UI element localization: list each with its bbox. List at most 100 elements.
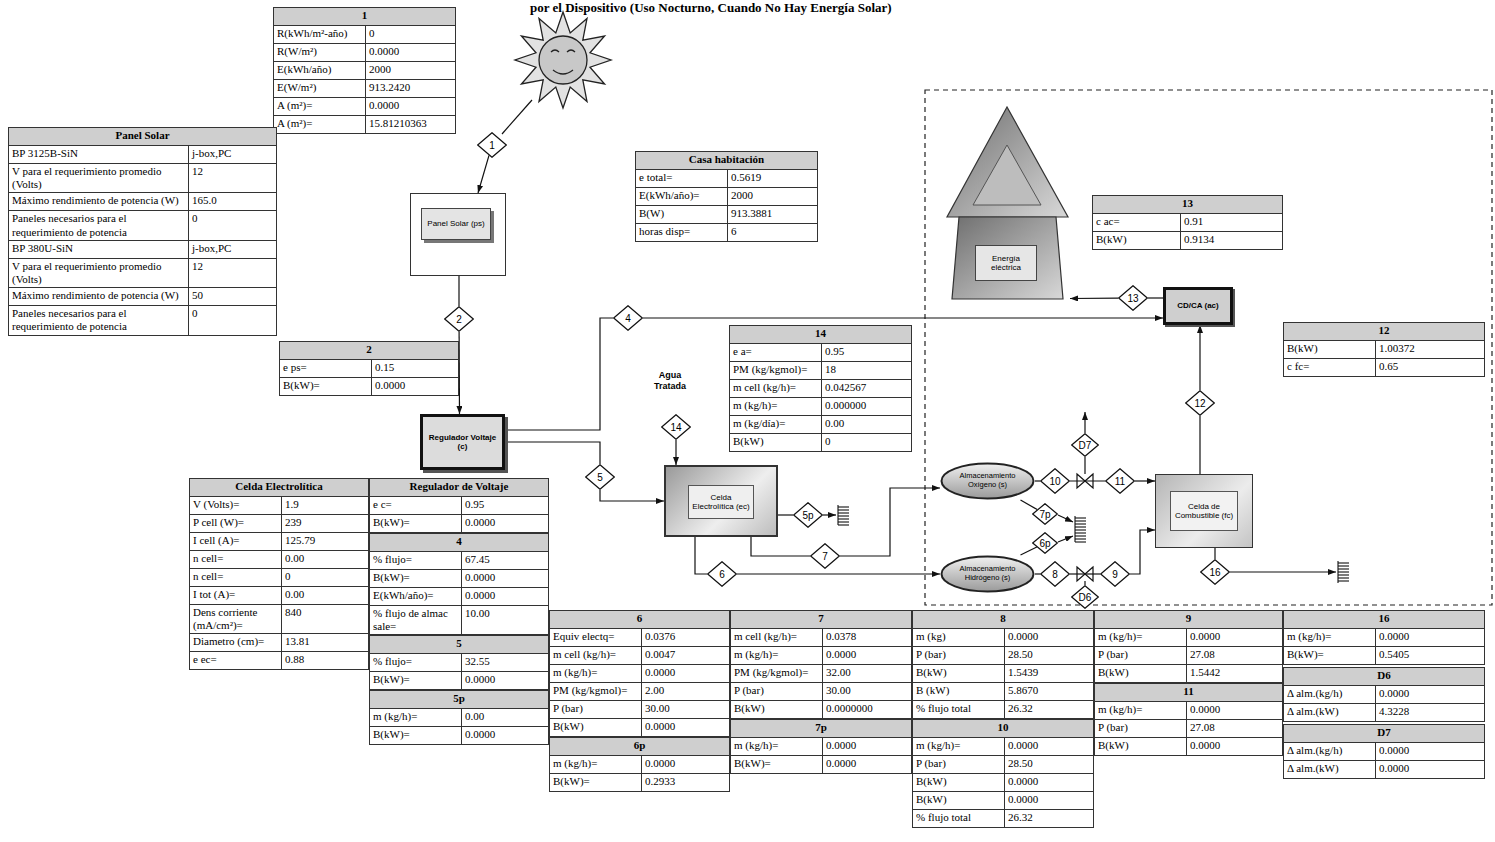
- stream-label: Agua Tratada: [648, 370, 692, 392]
- table-key: B(kW)=: [550, 774, 642, 792]
- table-key: horas disp=: [636, 224, 728, 242]
- stream-diamond: 11: [1105, 468, 1135, 494]
- table-header: D7: [1284, 725, 1485, 743]
- sink-symbol: [838, 518, 849, 519]
- table-value: 0.0000: [462, 570, 549, 588]
- stream-number: 9: [1112, 569, 1118, 580]
- process-label: Energía eléctrica: [978, 254, 1034, 272]
- data-table: D6Δ alm.(kg/h)0.0000Δ alm.(kW)4.3228: [1283, 667, 1485, 722]
- sink-symbol: [838, 505, 1349, 583]
- table-value: j-box,PC: [189, 241, 277, 259]
- table-value: 1.9: [282, 497, 369, 515]
- table-key: P (bar): [1095, 720, 1187, 738]
- data-table: 13c ac=0.91B(kW)0.9134: [1092, 195, 1283, 250]
- table-value: 0.88: [282, 652, 369, 670]
- stream-number: 1: [489, 140, 495, 151]
- table-value: 0.0000: [1187, 702, 1283, 720]
- table-key: m (kg/h)=: [730, 398, 822, 416]
- table-header: 6p: [550, 738, 730, 756]
- sink-symbol: [1075, 532, 1086, 533]
- table-key: E(kWh/año)=: [636, 188, 728, 206]
- table-value: 0.5405: [1376, 647, 1485, 665]
- data-table: D7Δ alm.(kg/h)0.0000Δ alm.(kW)0.0000: [1283, 724, 1485, 779]
- stream-arrow: [823, 514, 836, 515]
- stream-diamond: 7: [810, 543, 840, 569]
- table-key: m (kg/h)=: [731, 738, 823, 756]
- house-roof: [947, 107, 1068, 217]
- diamond-outline: [478, 133, 507, 158]
- storage-tank: Almacenamiento Hidrógeno (s): [940, 555, 1035, 593]
- table-value: 0.0000: [1376, 686, 1485, 704]
- table-value: 28.50: [1005, 756, 1094, 774]
- stream-diamond: 8: [1040, 561, 1070, 587]
- stream-number: 16: [1209, 567, 1220, 578]
- sink-symbol: [1075, 541, 1086, 542]
- table-value: 27.08: [1187, 720, 1283, 738]
- table-value: 125.79: [282, 533, 369, 551]
- sink-symbol: [1075, 526, 1086, 527]
- table-key: m (kg/h)=: [370, 709, 462, 727]
- table-key: Diametro (cm)=: [190, 634, 282, 652]
- diamond-outline: [811, 544, 840, 569]
- stream-arrow: [1058, 515, 1073, 522]
- diamond-outline: [1106, 469, 1135, 494]
- table-value: 0: [189, 306, 277, 335]
- table-header: 11: [1095, 684, 1283, 702]
- table-header: D6: [1284, 668, 1485, 686]
- sink-symbol: [1338, 574, 1349, 575]
- stream-number: 6p: [1039, 538, 1050, 549]
- table-header: 12: [1284, 323, 1485, 341]
- table-key: m (kg/h)=: [731, 647, 823, 665]
- flow-connector: [1148, 297, 1163, 298]
- stream-number: 2: [456, 314, 462, 325]
- table-key: c fc=: [1284, 359, 1376, 377]
- table-value: 2.00: [642, 683, 730, 701]
- box-label: CD/CA (ac): [1166, 290, 1230, 322]
- table-value: 0.5619: [728, 170, 818, 188]
- data-table: 9m (kg/h)=0.0000P (bar)27.08B(kW)1.5442: [1094, 610, 1283, 683]
- sink-symbol: [838, 509, 849, 510]
- stream-number: D6: [1079, 592, 1092, 603]
- flow-connector: [675, 440, 676, 465]
- fuel-cell-box: Celda de Combustible (fc): [1155, 474, 1253, 548]
- table-key: % flujo total: [913, 810, 1005, 828]
- boundary-dashed: [925, 90, 1492, 605]
- data-table: Celda ElectrolíticaV (Volts)=1.9P cell (…: [189, 478, 369, 670]
- data-table: 10m (kg/h)=0.0000P (bar)28.50B(kW)0.0000…: [912, 719, 1094, 828]
- data-table: 14e a=0.95PM (kg/kgmol)=18m cell (kg/h)=…: [729, 325, 912, 452]
- table-key: B(kW): [913, 665, 1005, 683]
- process-label: CD/CA (ac): [1177, 301, 1218, 310]
- table-key: B(kW): [1093, 232, 1181, 250]
- data-table: 6Equiv electq=0.0376m cell (kg/h)=0.0047…: [549, 610, 730, 737]
- valve-symbol: [1077, 474, 1093, 581]
- table-key: B(kW)=: [280, 378, 372, 396]
- table-value: 1.5442: [1187, 665, 1283, 683]
- house-roof: [973, 145, 1041, 205]
- stream-number: 12: [1194, 398, 1205, 409]
- table-value: 165.0: [189, 193, 277, 211]
- table-value: 0: [189, 211, 277, 240]
- house-body: [952, 217, 1063, 299]
- table-value: 0.9134: [1181, 232, 1283, 250]
- stream-number: 7: [822, 551, 828, 562]
- table-value: 50: [189, 288, 277, 306]
- table-header: 5: [370, 636, 549, 654]
- table-key: m (kg/día)=: [730, 416, 822, 434]
- flow-connector: [600, 490, 664, 501]
- table-value: 1.5439: [1005, 665, 1094, 683]
- data-table: 12B(kW)1.00372c fc=0.65: [1283, 322, 1485, 377]
- table-header: 6: [550, 611, 730, 629]
- table-header: 9: [1095, 611, 1283, 629]
- inverter-box: CD/CA (ac): [1163, 287, 1233, 325]
- box-label: Almacenamiento Oxígeno (s): [952, 470, 1024, 491]
- table-key: V para el requerimiento promedio (Volts): [9, 259, 189, 288]
- storage-tank: Almacenamiento Oxígeno (s): [940, 462, 1035, 500]
- stream-diamond: 16: [1200, 559, 1230, 585]
- table-value: 15.81210363: [366, 116, 456, 134]
- table-key: P cell (W)=: [190, 515, 282, 533]
- data-table: 4% flujo=67.45B(kW)=0.0000E(kWh/año)=0.0…: [369, 533, 549, 635]
- table-value: 2000: [366, 62, 456, 80]
- table-key: Δ alm.(kg/h): [1284, 686, 1376, 704]
- table-value: 0: [822, 434, 912, 452]
- table-value: 913.3881: [728, 206, 818, 224]
